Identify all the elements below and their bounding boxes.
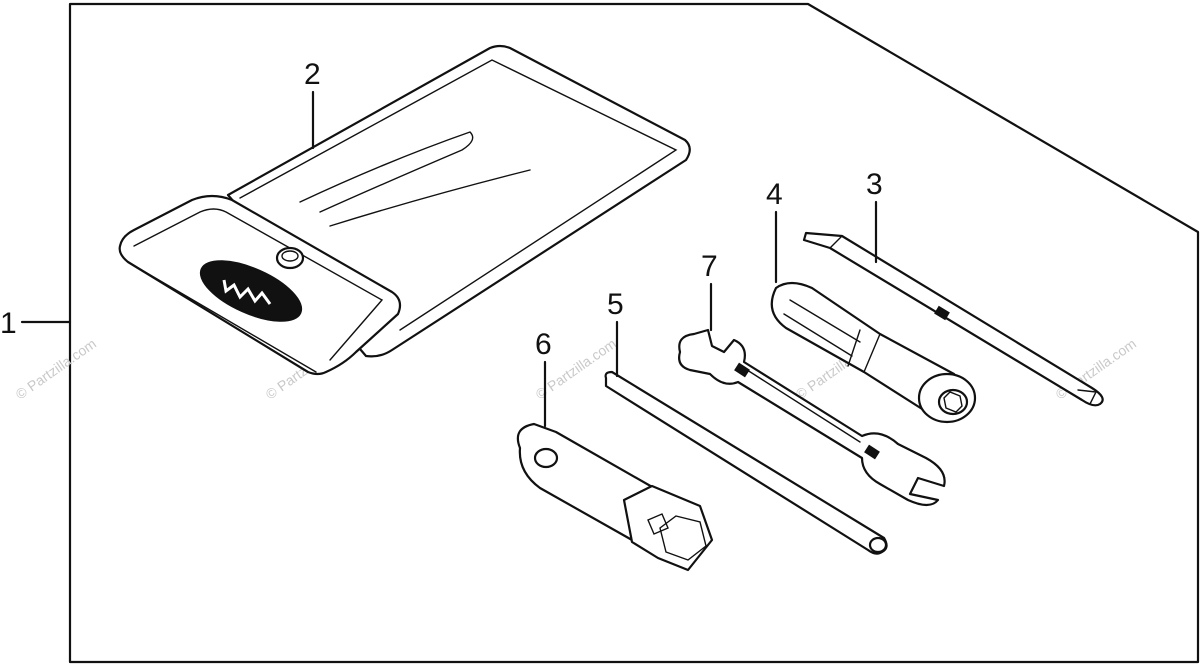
spark-plug-wrench bbox=[516, 422, 714, 572]
callout-7: 7 bbox=[701, 250, 718, 283]
callout-4: 4 bbox=[766, 178, 783, 211]
tool-pouch bbox=[118, 44, 691, 376]
callout-1: 1 bbox=[0, 307, 17, 340]
callout-6: 6 bbox=[535, 328, 552, 361]
open-end-wrench bbox=[678, 328, 946, 507]
callout-2: 2 bbox=[304, 58, 321, 91]
screwdriver-blade bbox=[802, 231, 1104, 407]
callout-5: 5 bbox=[607, 288, 624, 321]
pin-bar bbox=[604, 370, 888, 555]
callout-3: 3 bbox=[866, 168, 883, 201]
screwdriver-handle bbox=[770, 281, 977, 424]
kit-frame bbox=[68, 2, 1200, 664]
watermark: © Partzilla.com bbox=[13, 335, 99, 402]
